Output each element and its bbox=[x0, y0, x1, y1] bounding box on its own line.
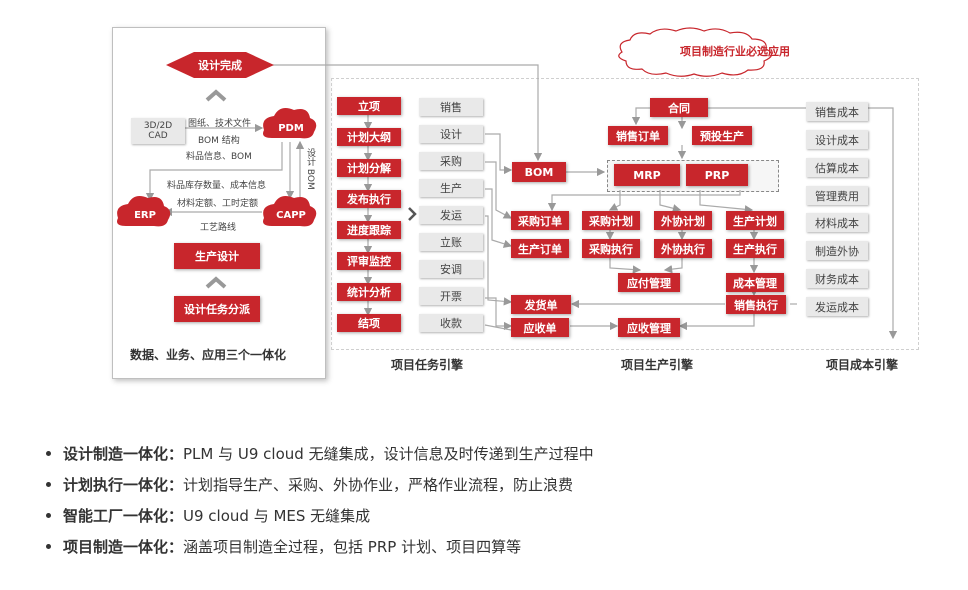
pdm-cloud: PDM bbox=[278, 122, 304, 134]
cost-item-2: 估算成本 bbox=[806, 158, 868, 177]
cost-mgmt-box: 成本管理 bbox=[726, 273, 784, 292]
bullet-dot bbox=[46, 451, 51, 456]
erp-cloud: ERP bbox=[134, 209, 156, 221]
sales-order-box: 销售订单 bbox=[608, 126, 668, 145]
task-red-1: 计划大纲 bbox=[337, 128, 401, 146]
prod-order-box: 生产订单 bbox=[511, 239, 569, 258]
task-dispatch-box: 设计任务分派 bbox=[174, 296, 260, 322]
prod-design-box: 生产设计 bbox=[174, 243, 260, 269]
cost-item-5: 制造外协 bbox=[806, 241, 868, 260]
task-red-5: 评审监控 bbox=[337, 252, 401, 270]
bom-box: BOM bbox=[512, 162, 566, 182]
task-grey-0: 销售 bbox=[419, 98, 483, 116]
purchase-plan-box: 采购计划 bbox=[582, 211, 640, 230]
bullet-dot bbox=[46, 513, 51, 518]
task-grey-7: 开票 bbox=[419, 287, 483, 305]
cloud-title: 项目制造行业必选应用 bbox=[680, 45, 790, 58]
payable-box: 应付管理 bbox=[618, 273, 680, 292]
task-grey-5: 立账 bbox=[419, 233, 483, 251]
cloud-shape bbox=[618, 27, 773, 77]
docs-label: 图纸、技术文件 bbox=[188, 119, 252, 129]
sales-exec-box: 销售执行 bbox=[726, 295, 786, 314]
bullet-key: 项目制造一体化： bbox=[63, 538, 184, 556]
item-info-label: 料品信息、BOM bbox=[186, 152, 252, 162]
outsource-exec-box: 外协执行 bbox=[654, 239, 712, 258]
delivery-box: 发货单 bbox=[511, 295, 571, 314]
task-red-2: 计划分解 bbox=[337, 159, 401, 177]
task-engine-label: 项目任务引擎 bbox=[391, 358, 464, 372]
panel-caption: 数据、业务、应用三个一体化 bbox=[130, 348, 287, 362]
bullet-key: 计划执行一体化： bbox=[63, 476, 184, 494]
receivable-mgmt-box: 应收管理 bbox=[618, 318, 680, 337]
pre-prod-box: 预投生产 bbox=[692, 126, 752, 145]
task-grey-1: 设计 bbox=[419, 125, 483, 143]
task-grey-6: 安调 bbox=[419, 260, 483, 278]
design-done-label: 设计完成 bbox=[198, 59, 242, 72]
design-done-shape bbox=[166, 52, 274, 78]
task-red-0: 立项 bbox=[337, 97, 401, 115]
task-grey-4: 发运 bbox=[419, 206, 483, 224]
prp-box: PRP bbox=[686, 164, 748, 186]
bullet-item: 设计制造一体化：PLM 与 U9 cloud 无缝集成，设计信息及时传递到生产过… bbox=[42, 438, 594, 469]
bullet-list: 设计制造一体化：PLM 与 U9 cloud 无缝集成，设计信息及时传递到生产过… bbox=[42, 438, 594, 562]
bullet-text: 计划指导生产、采购、外协作业，严格作业流程，防止浪费 bbox=[183, 476, 574, 494]
bullet-key: 设计制造一体化： bbox=[63, 445, 184, 463]
bullet-key: 智能工厂一体化： bbox=[63, 507, 184, 525]
task-grey-8: 收款 bbox=[419, 314, 483, 332]
task-red-7: 结项 bbox=[337, 314, 401, 332]
design-bom-label: 设计 BOM bbox=[305, 148, 315, 190]
purchase-order-box: 采购订单 bbox=[511, 211, 569, 230]
prod-engine-label: 项目生产引擎 bbox=[621, 358, 694, 372]
receivable-bill-box: 应收单 bbox=[511, 318, 569, 337]
bullet-item: 智能工厂一体化：U9 cloud 与 MES 无缝集成 bbox=[42, 500, 594, 531]
cost-item-7: 发运成本 bbox=[806, 297, 868, 316]
cost-item-3: 管理费用 bbox=[806, 186, 868, 205]
contract-box: 合同 bbox=[650, 98, 708, 117]
cost-item-4: 材料成本 bbox=[806, 213, 868, 232]
cost-engine-label: 项目成本引擎 bbox=[826, 358, 899, 372]
routing-label: 工艺路线 bbox=[200, 223, 237, 233]
bom-struct-label: BOM 结构 bbox=[198, 136, 240, 146]
task-red-4: 进度跟踪 bbox=[337, 221, 401, 239]
prod-plan-box: 生产计划 bbox=[726, 211, 784, 230]
task-grey-2: 采购 bbox=[419, 152, 483, 170]
task-red-3: 发布执行 bbox=[337, 190, 401, 208]
capp-cloud: CAPP bbox=[276, 209, 306, 221]
cost-item-0: 销售成本 bbox=[806, 102, 868, 121]
task-grey-3: 生产 bbox=[419, 179, 483, 197]
bullet-dot bbox=[46, 482, 51, 487]
bullet-item: 计划执行一体化：计划指导生产、采购、外协作业，严格作业流程，防止浪费 bbox=[42, 469, 594, 500]
bullet-item: 项目制造一体化：涵盖项目制造全过程，包括 PRP 计划、项目四算等 bbox=[42, 531, 594, 562]
task-red-6: 统计分析 bbox=[337, 283, 401, 301]
bullet-text: PLM 与 U9 cloud 无缝集成，设计信息及时传递到生产过程中 bbox=[183, 445, 594, 463]
cost-item-1: 设计成本 bbox=[806, 130, 868, 149]
mrp-box: MRP bbox=[614, 164, 680, 186]
material-label: 材料定额、工时定额 bbox=[177, 199, 259, 209]
prod-exec-box: 生产执行 bbox=[726, 239, 784, 258]
inventory-label: 料品库存数量、成本信息 bbox=[167, 181, 267, 191]
outsource-plan-box: 外协计划 bbox=[654, 211, 712, 230]
bullet-text: U9 cloud 与 MES 无缝集成 bbox=[183, 507, 371, 525]
bullet-dot bbox=[46, 544, 51, 549]
bullet-text: 涵盖项目制造全过程，包括 PRP 计划、项目四算等 bbox=[183, 538, 522, 556]
purchase-exec-box: 采购执行 bbox=[582, 239, 640, 258]
cad-box: 3D/2D CAD bbox=[131, 118, 185, 144]
cost-item-6: 财务成本 bbox=[806, 269, 868, 288]
engines-frame bbox=[331, 78, 919, 350]
